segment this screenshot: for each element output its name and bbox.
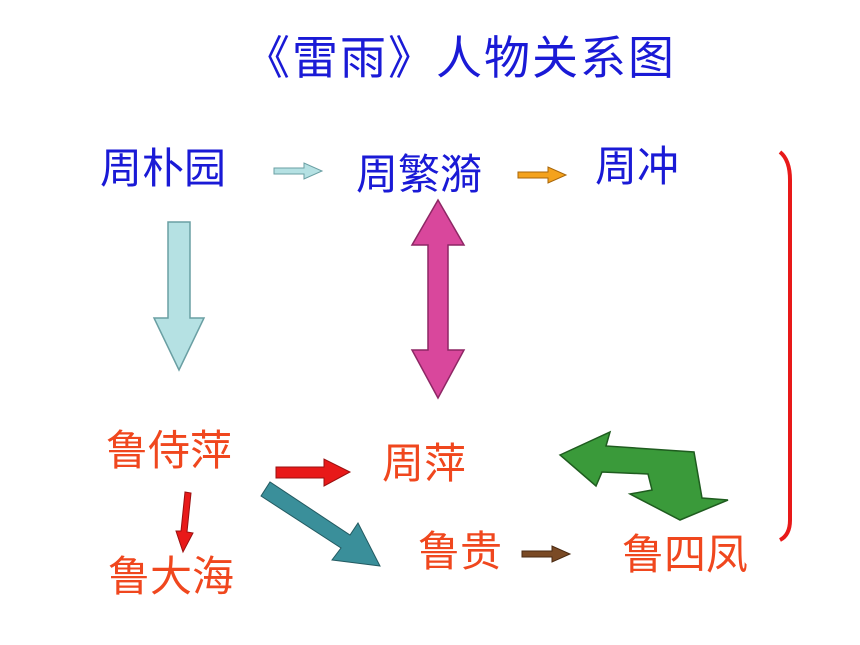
node-lu-gui: 鲁贵	[418, 527, 503, 576]
arrow-gui-to-sifeng	[521, 545, 572, 563]
family-bracket	[778, 150, 792, 542]
arrow-puyuan-to-shiping	[152, 221, 206, 372]
node-lu-shiping: 鲁侍萍	[106, 426, 233, 475]
node-zhou-chong: 周冲	[595, 142, 680, 191]
node-zhou-puyuan: 周朴园	[100, 144, 227, 193]
node-zhou-ping: 周萍	[382, 439, 467, 488]
arrow-fanyi-ping-double	[410, 198, 466, 400]
arrow-shiping-to-ping	[275, 458, 352, 487]
arrow-shiping-to-gui	[260, 481, 381, 567]
arrow-puyuan-to-fanyi	[273, 162, 324, 180]
arrow-fanyi-to-chong	[517, 166, 568, 184]
node-lu-sifeng: 鲁四凤	[622, 530, 749, 579]
arrow-shiping-to-dahai	[175, 491, 194, 554]
arrow-sifeng-ping-bent	[558, 430, 729, 521]
node-lu-dahai: 鲁大海	[108, 552, 235, 601]
diagram-title: 《雷雨》人物关系图	[244, 31, 676, 85]
node-zhou-fanyi: 周繁漪	[356, 150, 483, 199]
